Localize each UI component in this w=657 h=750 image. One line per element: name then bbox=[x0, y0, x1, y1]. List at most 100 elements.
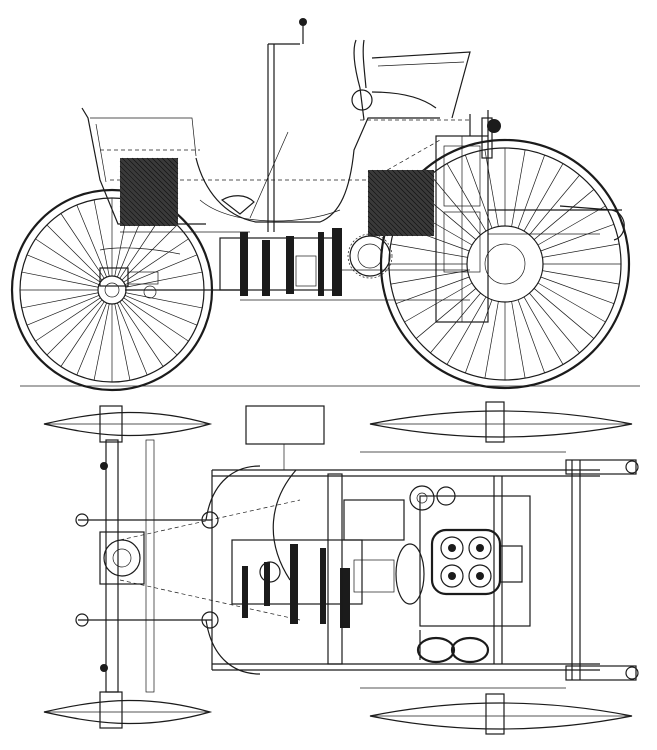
hatch-line bbox=[151, 157, 179, 185]
wheel-spoke bbox=[117, 302, 148, 376]
front-wheel-spokes bbox=[389, 148, 621, 380]
plan-front-left-wheel bbox=[369, 401, 633, 443]
wheel-spoke bbox=[26, 295, 100, 326]
hatch-line bbox=[119, 165, 179, 225]
wheel-spoke bbox=[511, 301, 526, 379]
hatch-line bbox=[131, 157, 179, 205]
hatch-line bbox=[386, 169, 435, 218]
wheel-spoke bbox=[124, 254, 198, 285]
hatch-line bbox=[367, 195, 409, 237]
hatch-line bbox=[146, 157, 179, 190]
hatch-line bbox=[406, 169, 435, 198]
hatch-line bbox=[121, 157, 179, 215]
wheel-spoke bbox=[523, 296, 564, 365]
wheel-spoke bbox=[542, 270, 620, 285]
hatch-line bbox=[156, 157, 179, 180]
wheel-spoke bbox=[430, 174, 481, 236]
wheel-spoke bbox=[430, 292, 481, 354]
wheel-spoke bbox=[484, 149, 499, 227]
steering-tiller bbox=[249, 18, 307, 232]
wheel-spoke bbox=[517, 299, 546, 374]
plan-rear-axle bbox=[75, 439, 219, 693]
front-wheel bbox=[379, 138, 631, 390]
plan-frame bbox=[119, 444, 600, 675]
wheel-spoke bbox=[124, 295, 198, 326]
wheel-spoke bbox=[93, 303, 110, 381]
wheel-spoke bbox=[533, 288, 595, 339]
wheel-spoke bbox=[125, 271, 203, 288]
plan-rear-left-wheel bbox=[43, 405, 213, 443]
hatch-line bbox=[367, 220, 384, 237]
hatch-line bbox=[126, 157, 179, 210]
wheel-spoke bbox=[119, 301, 164, 367]
wheel-spoke bbox=[415, 288, 477, 339]
wheel-spoke bbox=[60, 301, 105, 367]
wheel-spoke bbox=[35, 297, 101, 342]
hatch-line bbox=[421, 169, 435, 183]
wheel-spoke bbox=[121, 224, 178, 281]
hatch-line bbox=[119, 210, 136, 227]
wheel-spoke bbox=[60, 213, 105, 279]
rear-wheel bbox=[10, 188, 214, 392]
hatch-line bbox=[119, 175, 171, 227]
hatch-line bbox=[119, 190, 156, 227]
hatch-line bbox=[376, 169, 435, 228]
wheel-spoke bbox=[21, 292, 99, 309]
wheel-spoke bbox=[123, 238, 189, 283]
hatch-line bbox=[367, 180, 424, 237]
plan-front-axle bbox=[360, 451, 639, 689]
wheel-spoke bbox=[446, 296, 487, 365]
hatch-line bbox=[367, 230, 374, 237]
wheel-spoke bbox=[533, 189, 595, 240]
hatch-line bbox=[367, 225, 379, 237]
hatch-line bbox=[119, 200, 146, 227]
hatch-line bbox=[431, 169, 435, 173]
hatch-line bbox=[161, 157, 179, 175]
rear-hub-assembly bbox=[99, 247, 181, 299]
hatch-line bbox=[416, 169, 435, 188]
plan-reference-box bbox=[245, 405, 325, 445]
wheel-spoke bbox=[517, 154, 546, 229]
wheel-spoke bbox=[21, 271, 99, 288]
wheel-spoke bbox=[404, 282, 473, 323]
wheel-spoke bbox=[484, 301, 499, 379]
wheel-spoke bbox=[76, 204, 107, 278]
wheel-spoke bbox=[114, 303, 131, 381]
hatch-line bbox=[367, 190, 414, 237]
wheel-spoke bbox=[542, 243, 620, 258]
hatch-line bbox=[119, 180, 166, 227]
hatch-line bbox=[136, 157, 179, 200]
side-drivetrain bbox=[125, 228, 470, 301]
hatch-line bbox=[367, 200, 404, 237]
wheel-spoke bbox=[446, 163, 487, 232]
wheel-spoke bbox=[537, 205, 606, 246]
hatch-line bbox=[119, 185, 161, 227]
wheel-spoke bbox=[529, 292, 580, 354]
wheel-spoke bbox=[76, 302, 107, 376]
hatch-line bbox=[381, 169, 435, 223]
hatch-line bbox=[367, 205, 399, 237]
hatch-line bbox=[141, 157, 179, 195]
plan-rear-right-wheel bbox=[43, 691, 213, 729]
hatch-line bbox=[367, 185, 419, 237]
hatch-line bbox=[371, 169, 435, 233]
wheel-spoke bbox=[123, 297, 189, 342]
front-shaded-panel bbox=[367, 169, 435, 237]
wheel-spoke bbox=[523, 163, 564, 232]
hatch-line bbox=[426, 169, 435, 178]
rear-panel-hatching bbox=[119, 157, 179, 227]
hatch-line bbox=[367, 210, 394, 237]
wheel-spoke bbox=[537, 282, 606, 323]
plan-drivetrain bbox=[231, 473, 425, 665]
hatch-line bbox=[367, 170, 434, 237]
plan-engine bbox=[409, 476, 531, 664]
hatch-line bbox=[166, 157, 179, 170]
side-elevation-view bbox=[10, 18, 640, 392]
plan-view bbox=[43, 401, 639, 735]
hatch-line bbox=[119, 205, 141, 227]
front-panel-hatching bbox=[367, 169, 435, 237]
control-lever bbox=[351, 39, 437, 121]
wheel-spoke bbox=[125, 292, 203, 309]
wheel-spoke bbox=[395, 276, 470, 305]
hatch-line bbox=[401, 169, 435, 203]
